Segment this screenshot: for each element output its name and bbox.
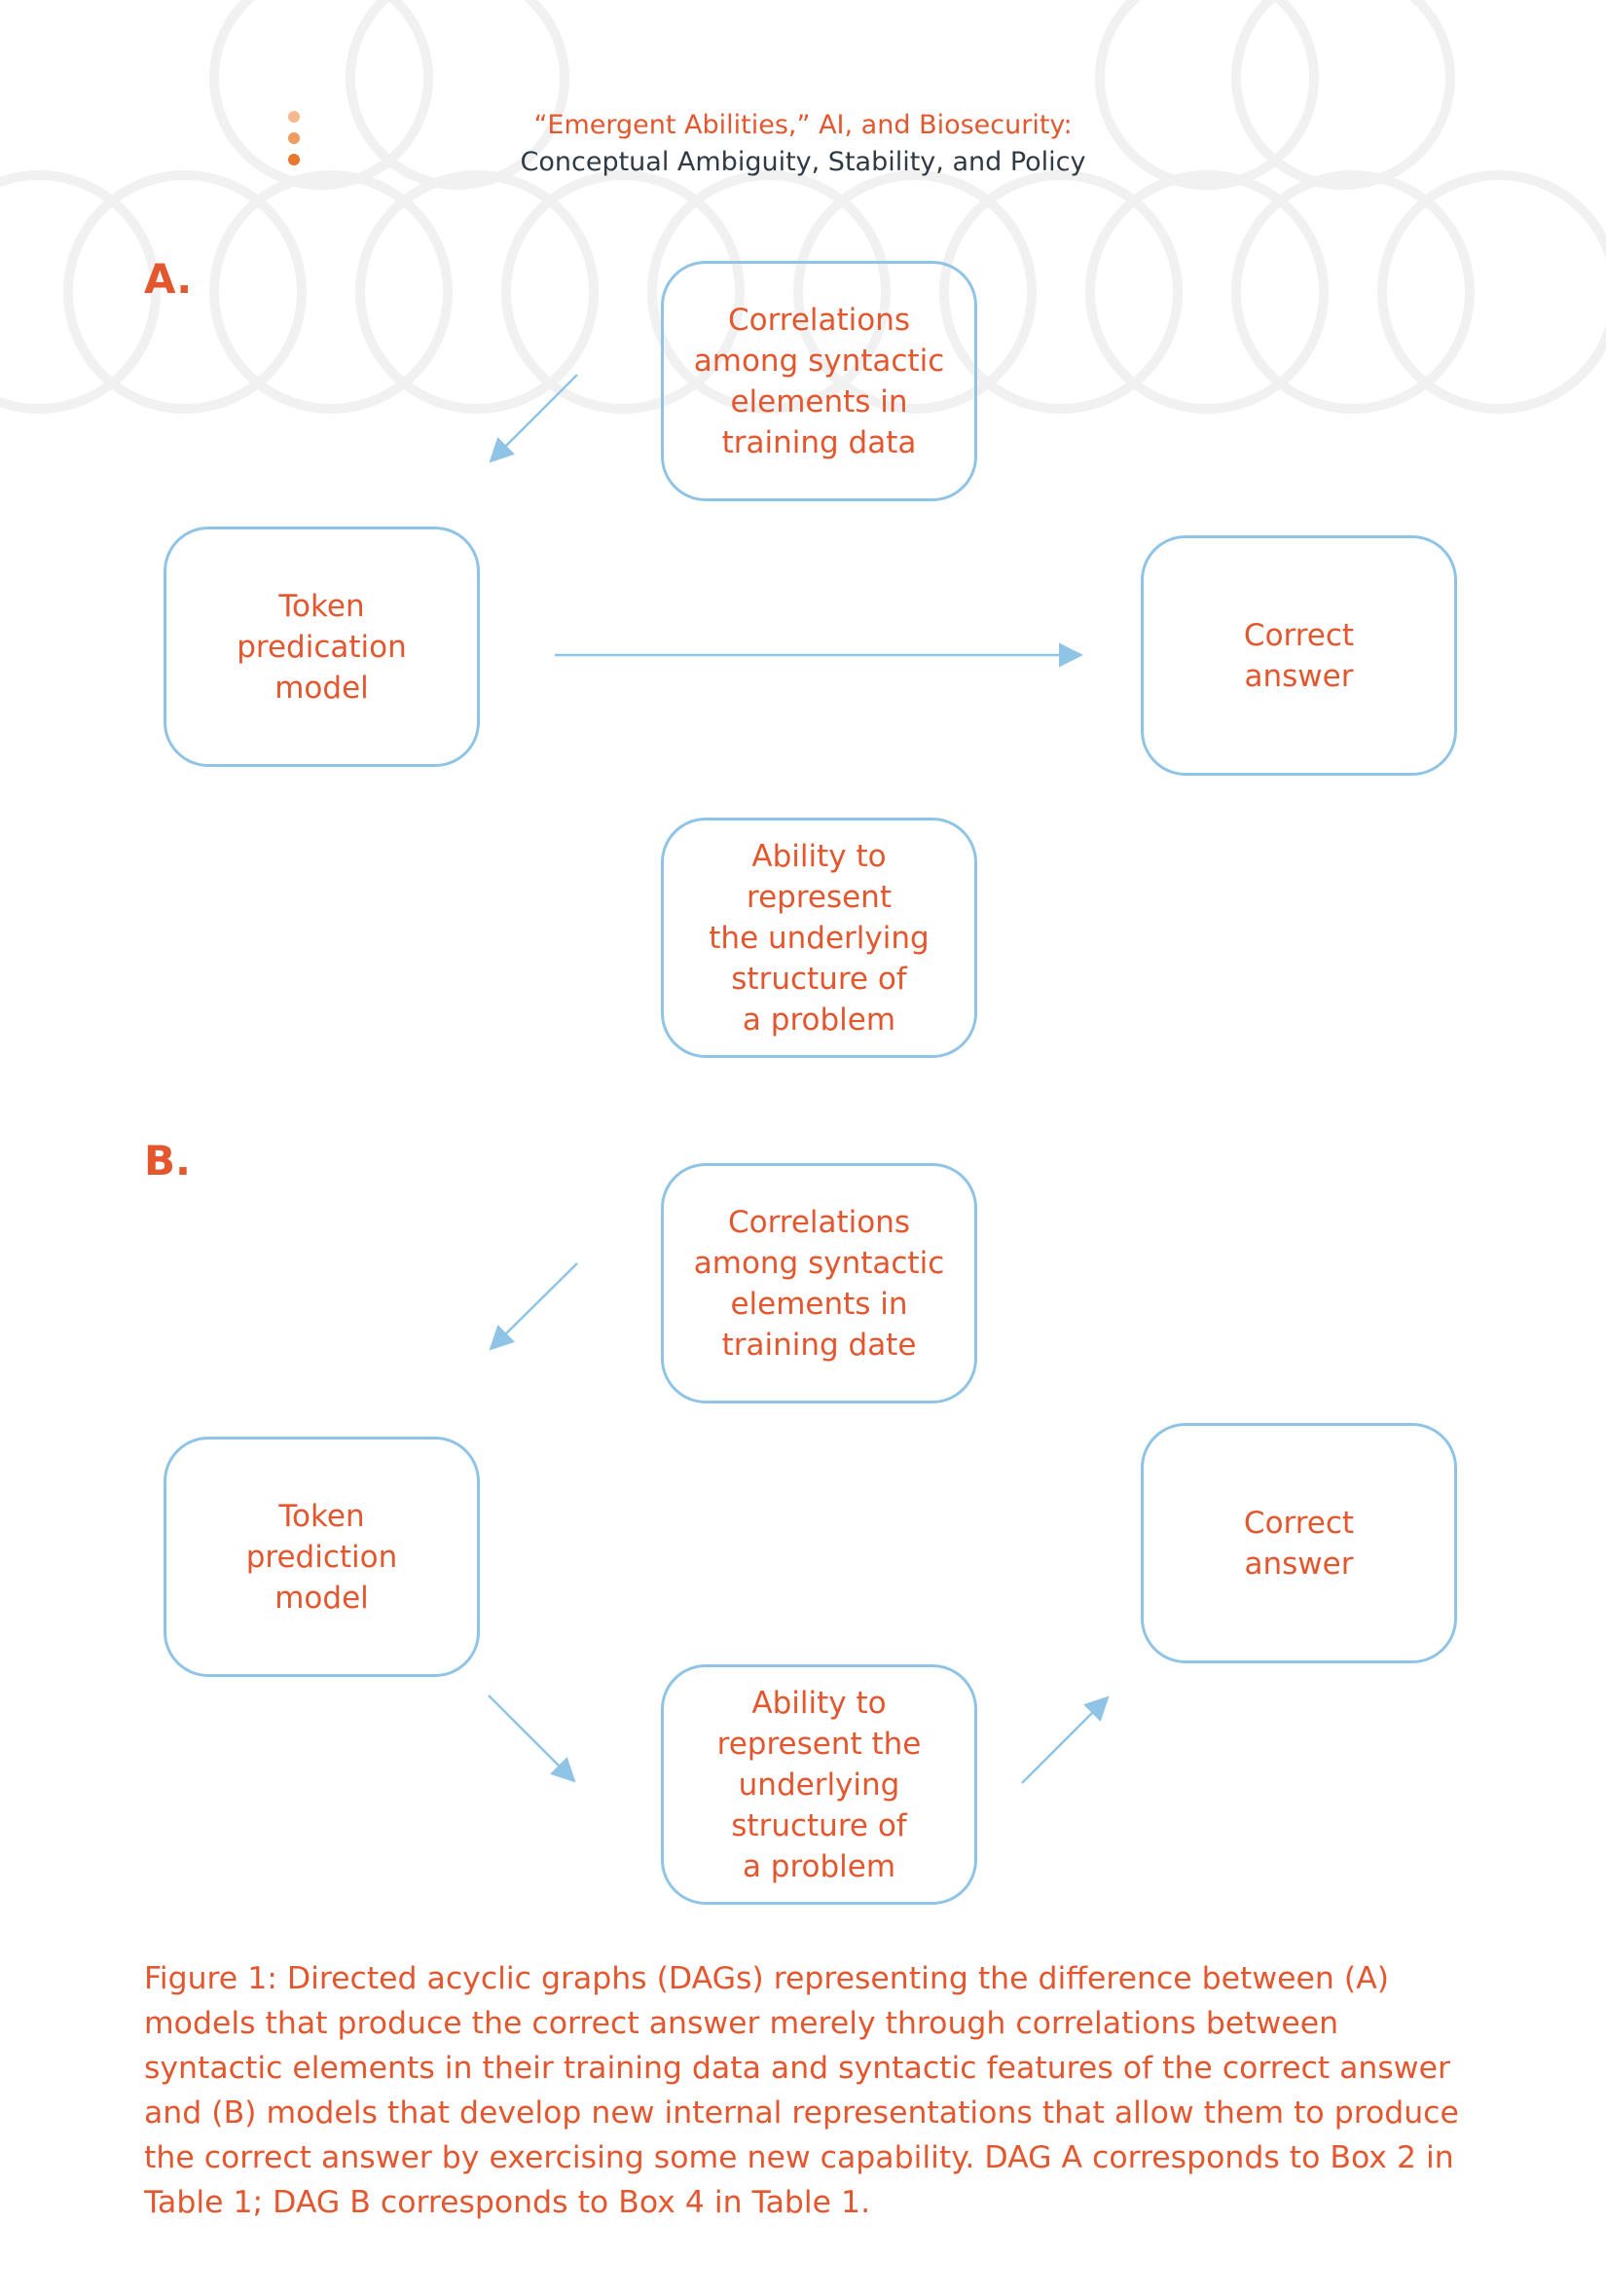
header-title: “Emergent Abilities,” AI, and Biosecurit… — [533, 110, 1073, 140]
diagram-a-label: A. — [144, 255, 193, 303]
dag-b-arrow-model-to-ability — [488, 1695, 576, 1783]
dot-1 — [288, 111, 300, 123]
figure-caption: Figure 1: Directed acyclic graphs (DAGs)… — [144, 1961, 1459, 2220]
dag-b-node-model: Token prediction model — [164, 1437, 480, 1677]
dot-3 — [288, 154, 300, 165]
dot-2 — [288, 132, 300, 144]
dag-a-node-answer: Correct answer — [1141, 535, 1457, 776]
dag-b-node-answer: Correct answer — [1141, 1423, 1457, 1663]
dag-a-node-correlations: Correlations among syntactic elements in… — [661, 261, 977, 501]
dag-b-node-correlations: Correlations among syntactic elements in… — [661, 1163, 977, 1403]
dag-b-arrow-ability-to-answer — [1021, 1695, 1110, 1784]
background-rings-decoration — [0, 0, 1606, 414]
dag-b-node-ability: Ability to represent the underlying stru… — [661, 1664, 977, 1905]
dag-b-arrow-correlations-to-model — [489, 1262, 578, 1351]
dag-a-node-ability: Ability to represent the underlying stru… — [661, 818, 977, 1058]
diagram-b-label: B. — [144, 1137, 191, 1184]
dag-a-node-model: Token predication model — [164, 527, 480, 767]
decorative-dots-icon — [288, 111, 302, 169]
running-header: “Emergent Abilities,” AI, and Biosecurit… — [389, 107, 1217, 181]
header-subtitle: Conceptual Ambiguity, Stability, and Pol… — [520, 147, 1086, 177]
